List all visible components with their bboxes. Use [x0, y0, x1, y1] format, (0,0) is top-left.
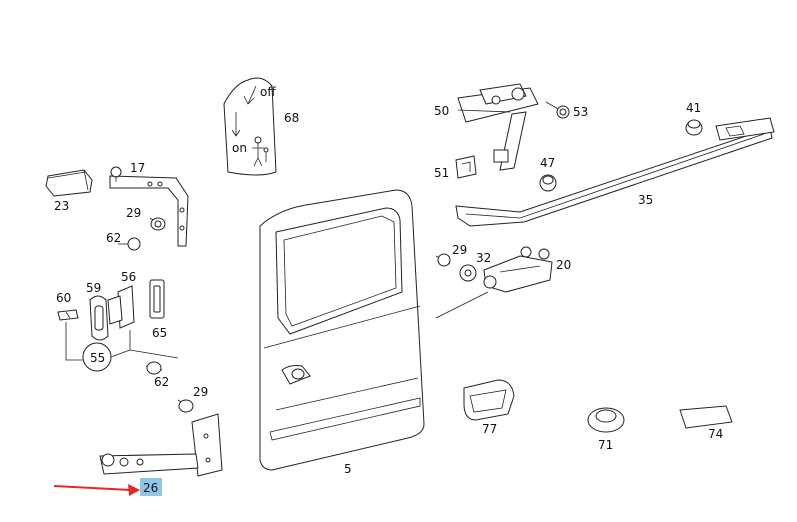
bolt-29-upper — [149, 217, 166, 231]
callout-56: 56 — [121, 270, 136, 284]
callout-35: 35 — [638, 193, 653, 207]
callout-77: 77 — [482, 422, 497, 436]
callout-74: 74 — [708, 427, 723, 441]
striker-56 — [107, 285, 135, 329]
callout-50: 50 — [434, 104, 449, 118]
callout-60: 60 — [56, 291, 71, 305]
callout-55: 55 — [90, 351, 105, 365]
callout-71: 71 — [598, 438, 613, 452]
callout-51: 51 — [434, 166, 449, 180]
center-roller-20 — [435, 246, 553, 319]
callout-53: 53 — [573, 105, 588, 119]
upper-guide-bracket — [457, 83, 539, 171]
pad-74 — [679, 405, 733, 429]
callout-20: 20 — [556, 258, 571, 272]
callout-68: 68 — [284, 111, 299, 125]
part-26-highlight — [140, 478, 162, 496]
bolt-29-middle — [435, 253, 451, 267]
sticker-off-text: off — [260, 85, 276, 99]
hinge-bracket-17 — [109, 166, 189, 247]
end-cap-23 — [45, 169, 93, 197]
washer-32 — [459, 264, 477, 282]
callout-62-lower: 62 — [154, 375, 169, 389]
housing-77 — [463, 379, 515, 421]
pad-60 — [57, 309, 79, 321]
callout-47: 47 — [540, 156, 555, 170]
kit-55-group — [65, 322, 179, 372]
bolt-29-lower — [177, 399, 194, 413]
callout-65: 65 — [152, 326, 167, 340]
seal-frame-65 — [149, 279, 165, 319]
cap-41 — [685, 119, 703, 136]
grommet-71 — [587, 407, 625, 433]
spacer-59 — [89, 295, 109, 341]
callout-29-upper: 29 — [126, 206, 141, 220]
bolt-53 — [545, 101, 570, 119]
callout-5: 5 — [344, 462, 352, 476]
sticker-on-text: on — [232, 141, 247, 155]
red-arrow — [53, 484, 140, 496]
callout-26: 26 — [143, 481, 158, 495]
callout-17: 17 — [130, 161, 145, 175]
clip-51 — [455, 155, 477, 179]
sliding-door-5 — [259, 189, 425, 471]
callout-23: 23 — [54, 199, 69, 213]
bolt-62-upper — [118, 237, 141, 251]
callout-29-middle: 29 — [452, 243, 467, 257]
callout-62-upper: 62 — [106, 231, 121, 245]
callout-41: 41 — [686, 101, 701, 115]
guide-rail-35 — [455, 117, 775, 227]
bolt-62-lower — [145, 361, 163, 375]
callout-59: 59 — [86, 281, 101, 295]
lower-roller-arm-26 — [99, 413, 223, 477]
nut-47 — [539, 174, 557, 192]
child-lock-sticker: off on — [223, 77, 277, 176]
callout-32: 32 — [476, 251, 491, 265]
callout-29-lower: 29 — [193, 385, 208, 399]
